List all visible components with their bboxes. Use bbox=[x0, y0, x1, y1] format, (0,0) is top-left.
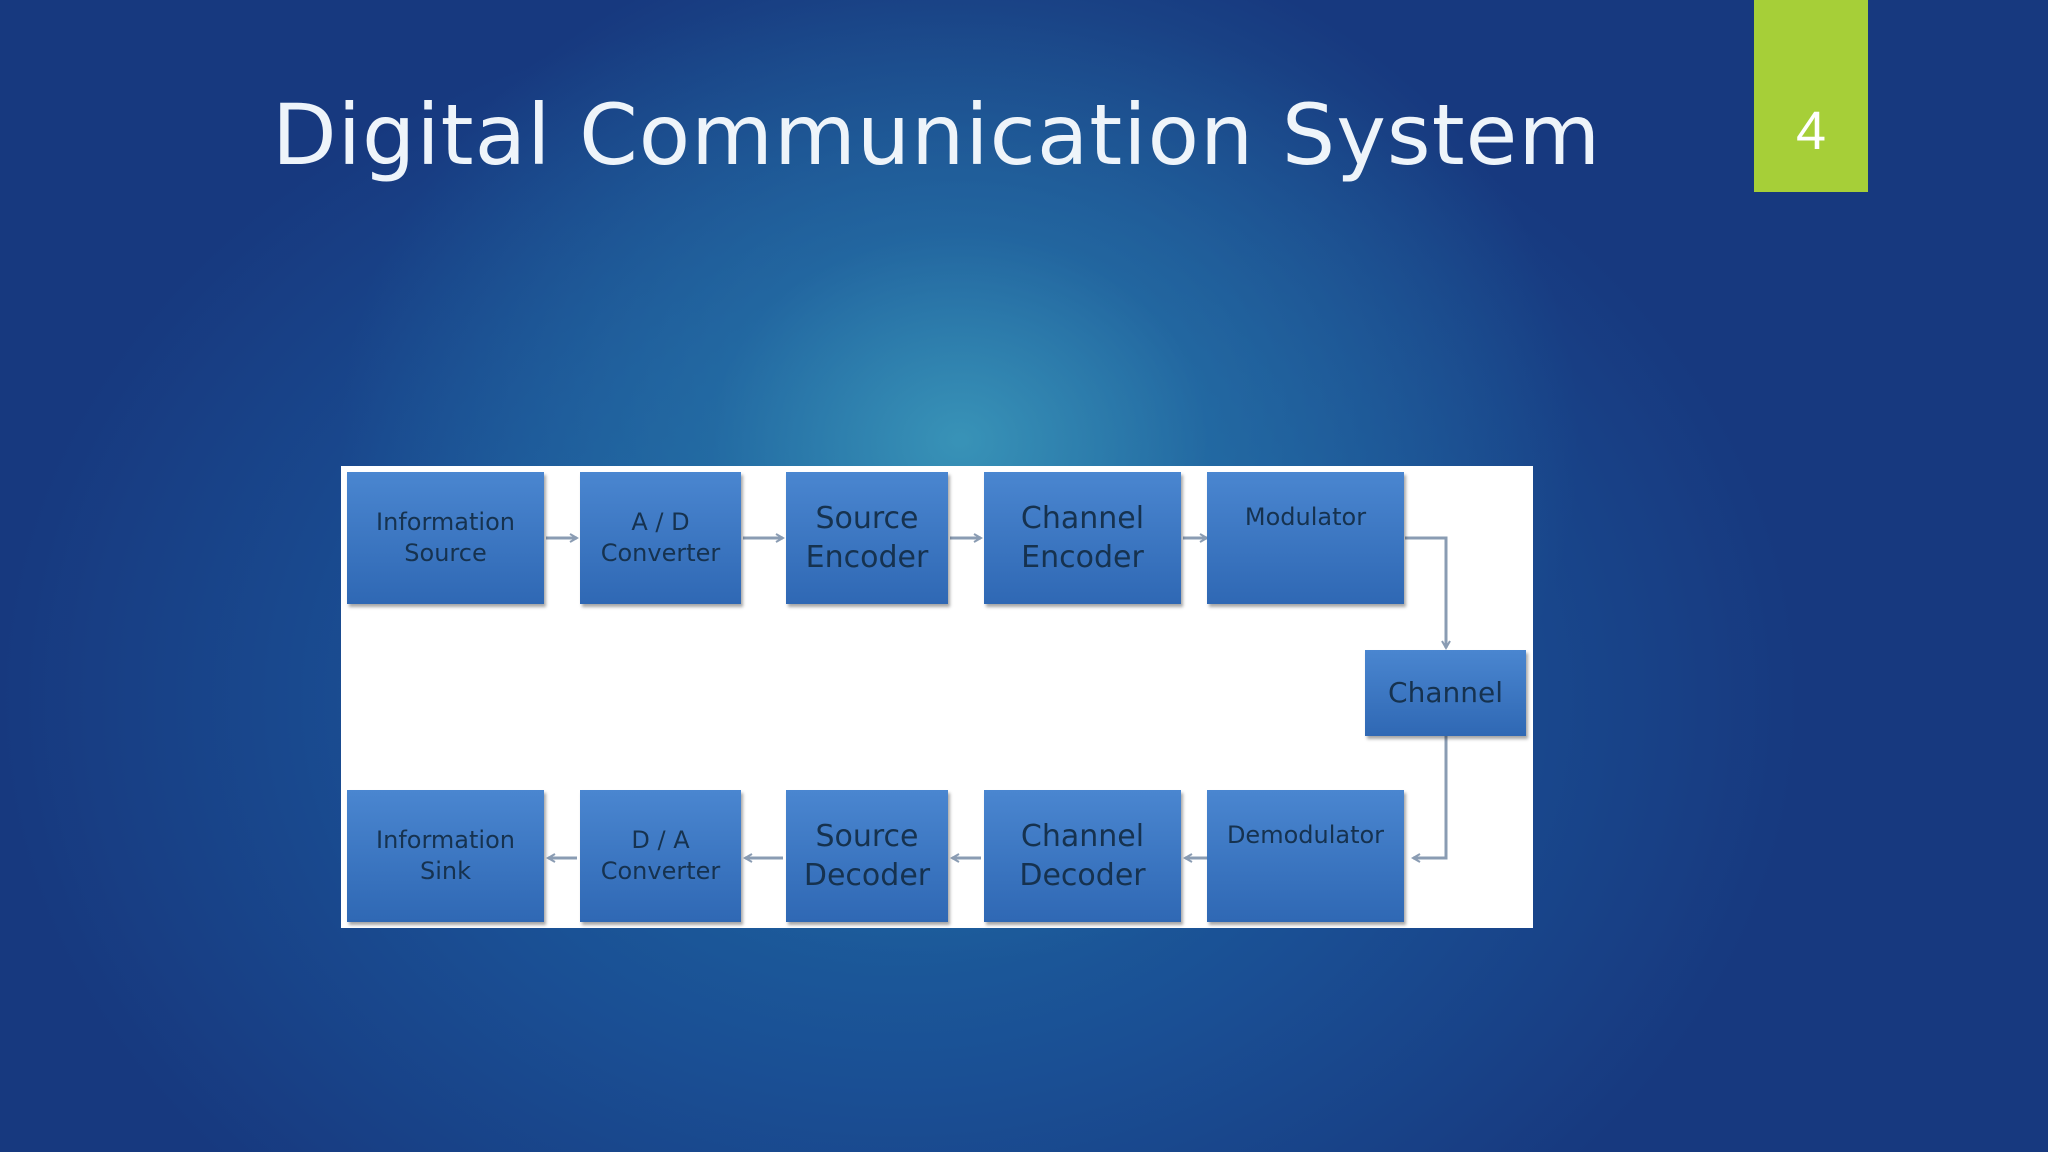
block-channel-decoder: Channel Decoder bbox=[984, 790, 1181, 922]
diagram-connectors bbox=[546, 466, 1533, 928]
block-modulator: Modulator bbox=[1207, 472, 1404, 604]
arrow-channel-to-demodulator bbox=[1413, 736, 1448, 858]
block-information-source: Information Source bbox=[347, 472, 544, 604]
block-information-sink: Information Sink bbox=[347, 790, 544, 922]
block-ad-converter: A / D Converter bbox=[580, 472, 741, 604]
block-da-converter: D / A Converter bbox=[580, 790, 741, 922]
slide-number-tab: 4 bbox=[1754, 0, 1868, 192]
arrow-modulator-to-channel bbox=[1405, 536, 1446, 648]
slide-title: Digital Communication System bbox=[272, 86, 1602, 184]
block-source-decoder: Source Decoder bbox=[786, 790, 948, 922]
block-demodulator: Demodulator bbox=[1207, 790, 1404, 922]
block-source-encoder: Source Encoder bbox=[786, 472, 948, 604]
block-channel: Channel bbox=[1365, 650, 1526, 736]
block-channel-encoder: Channel Encoder bbox=[984, 472, 1181, 604]
slide-number: 4 bbox=[1795, 101, 1827, 161]
block-diagram: Information Source A / D Converter Sourc… bbox=[341, 466, 1533, 928]
